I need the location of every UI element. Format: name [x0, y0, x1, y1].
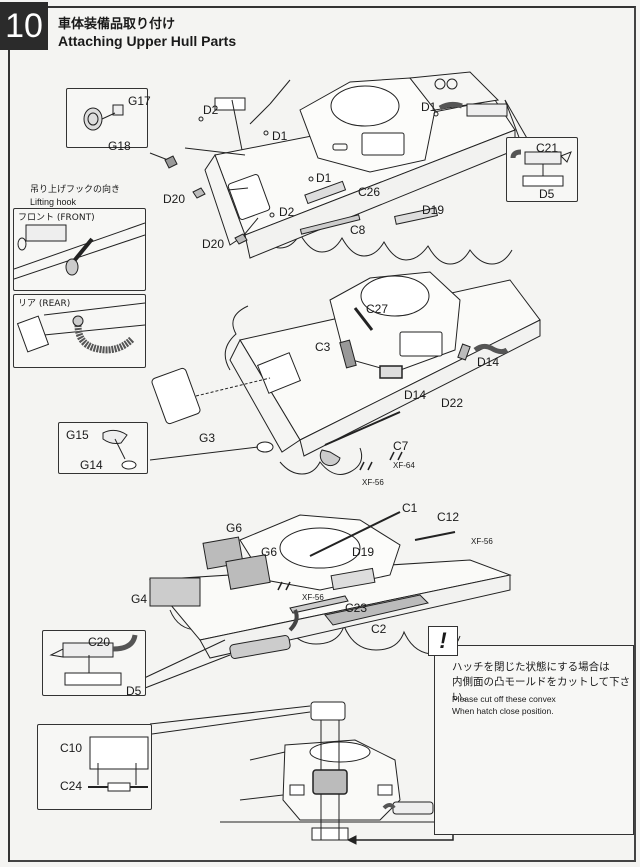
headlight-drawing — [102, 429, 137, 470]
inset-c10-c24 — [37, 724, 152, 810]
label-rear: リア (REAR) — [18, 299, 71, 309]
label-c3: C3 — [315, 340, 331, 354]
label-d20-b: D20 — [202, 237, 225, 251]
step-number: 10 — [5, 6, 43, 45]
g3-part — [151, 367, 201, 425]
page-frame — [8, 6, 636, 862]
front-hook-drawing — [13, 222, 146, 280]
label-g17: G17 — [128, 94, 151, 108]
hull-diagram-3 — [139, 511, 512, 689]
inset-g15-g14 — [58, 422, 148, 474]
caution-jp-line-2: 内側面の凸モールドをカットして下さい。 — [452, 676, 631, 703]
label-d14-right: D14 — [477, 355, 500, 369]
caution-en-line-2: When hatch close position. — [452, 706, 554, 716]
turret-ring-1 — [330, 85, 400, 127]
g4-grille — [149, 577, 201, 607]
hull-diagram-2 — [149, 271, 541, 475]
inset-c20-d5 — [42, 630, 146, 696]
label-d1-left: D1 — [272, 129, 288, 143]
label-g6-b: G6 — [261, 545, 278, 559]
label-front: フロント (FRONT) — [18, 213, 95, 223]
label-d22: D22 — [441, 396, 464, 410]
label-d14-mid: D14 — [404, 388, 427, 402]
caution-jp-line-1: ハッチを閉じた状態にする場合は — [452, 661, 610, 673]
inset-lifting-hook-front — [13, 208, 146, 291]
label-c8: C8 — [350, 223, 366, 237]
paint-code-xf64: XF-64 — [393, 461, 415, 470]
rear-hook-drawing — [16, 302, 146, 354]
label-c21: C21 — [536, 141, 559, 155]
label-c12: C12 — [437, 510, 460, 524]
label-c26: C26 — [358, 185, 381, 199]
label-g14: G14 — [80, 458, 103, 472]
step-title-en: Attaching Upper Hull Parts — [58, 33, 237, 49]
label-d1-mid: D1 — [316, 171, 332, 185]
label-g6-a: G6 — [226, 521, 243, 535]
lifting-hook-caption-en: Lifting hook — [30, 197, 77, 207]
step-number-badge: 10 — [0, 2, 48, 50]
label-g15: G15 — [66, 428, 89, 442]
label-c7: C7 — [393, 439, 409, 453]
turret-hatch-diagram — [149, 701, 454, 845]
caution-note-box — [434, 645, 634, 835]
paint-code-xf56-b: XF-56 — [471, 537, 493, 546]
muffler-drawing — [510, 149, 572, 187]
track-outline-2 — [224, 305, 363, 475]
hatch-hinge-drawing — [88, 736, 149, 792]
caution-text-jp: ハッチを閉じた状態にする場合は 内側面の凸モールドをカットして下さい。 — [452, 660, 640, 705]
inset-lifting-hook-rear — [13, 294, 146, 368]
label-c2: C2 — [371, 622, 387, 636]
muffler-drawing-2 — [49, 634, 138, 686]
label-d5-bottom: D5 — [126, 684, 142, 698]
label-c20: C20 — [88, 635, 111, 649]
caution-en-line-1: Please cut off these convex — [452, 694, 556, 704]
g6-panel-b — [225, 554, 271, 590]
label-d19-bottom: D19 — [352, 545, 375, 559]
label-d2-mid: D2 — [279, 205, 295, 219]
inset-g17-g18 — [66, 88, 148, 148]
caution-text-en: Please cut off these convex When hatch c… — [452, 693, 556, 717]
step-title-jp: 車体装備品取り付け — [58, 17, 176, 32]
label-c24: C24 — [60, 779, 83, 793]
label-d19-top: D19 — [422, 203, 445, 217]
c2-fender — [324, 594, 429, 626]
left-rule — [8, 50, 10, 862]
inset-c21-d5 — [506, 137, 578, 202]
lifting-hook-caption-jp: 吊り上げフックの向き — [30, 185, 121, 195]
label-c10: C10 — [60, 741, 83, 755]
hull-diagram-1 — [149, 71, 529, 265]
label-d2-top: D2 — [203, 103, 219, 117]
label-d20-a: D20 — [163, 192, 186, 206]
rear-light-icon — [83, 104, 124, 131]
label-c23: C23 — [345, 601, 368, 615]
label-d1-right: D1 — [421, 100, 437, 114]
label-c27: C27 — [366, 302, 389, 316]
label-c1: C1 — [402, 501, 418, 515]
label-d5-top: D5 — [539, 187, 555, 201]
paint-code-xf56-a: XF-56 — [362, 478, 384, 487]
exclamation-icon: ! — [428, 626, 458, 656]
label-g18: G18 — [108, 139, 131, 153]
hatch-panel — [312, 769, 348, 795]
label-g4: G4 — [131, 592, 148, 606]
label-g3: G3 — [199, 431, 216, 445]
paint-code-xf56-c: XF-56 — [302, 593, 324, 602]
